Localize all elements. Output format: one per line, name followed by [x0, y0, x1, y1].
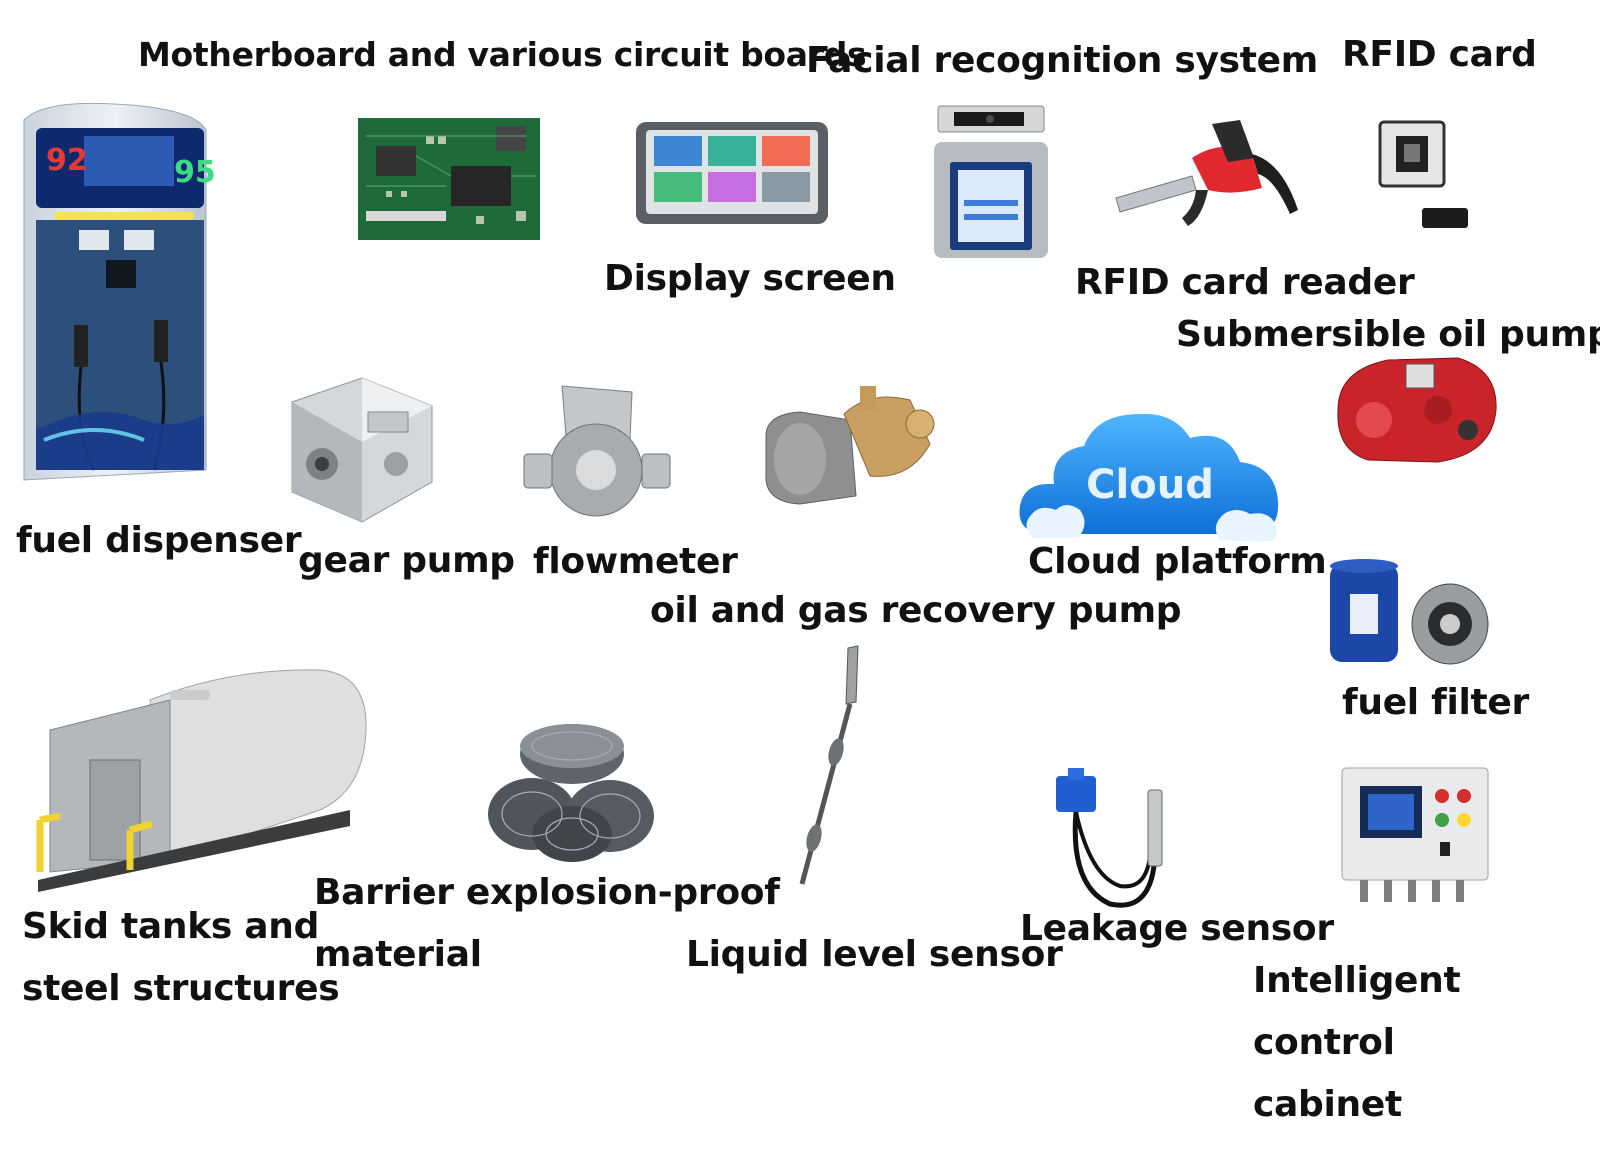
skid-tanks-label-line2: steel structures	[22, 968, 340, 1009]
rfid-card-label: RFID card	[1342, 34, 1537, 75]
rfid-reader-label: RFID card reader	[1075, 262, 1415, 303]
vapor-recovery-pump-label: oil and gas recovery pump	[650, 590, 1182, 631]
dispenser-grade-95: 95	[174, 155, 214, 190]
circuit-board-image	[356, 116, 542, 242]
barrier-material-label-line1: Barrier explosion-proof	[314, 872, 780, 913]
cloud-word: Cloud	[1086, 462, 1214, 508]
submersible-pump-image	[1328, 350, 1504, 470]
liquid-level-sensor-label: Liquid level sensor	[686, 934, 1063, 975]
control-cabinet-label-line1: Intelligent control	[1253, 960, 1461, 1063]
motherboard-label: Motherboard and various circuit boards	[138, 35, 867, 74]
facial-recognition-terminal-image	[932, 104, 1050, 260]
liquid-level-sensor-image	[792, 642, 868, 892]
rfid-card-reader-image	[1112, 118, 1304, 230]
barrier-material-label-line2: material	[314, 934, 482, 975]
gear-pump-image	[282, 372, 440, 528]
control-cabinet-image	[1340, 766, 1492, 906]
cloud-platform-label: Cloud platform	[1028, 541, 1327, 582]
skid-tank-image	[30, 660, 370, 892]
leakage-sensor-image	[1050, 766, 1172, 914]
display-screen-label: Display screen	[604, 258, 896, 299]
facial-recognition-label: Facial recognition system	[806, 40, 1319, 81]
flowmeter-image	[522, 380, 672, 524]
rfid-card-image	[1378, 120, 1470, 232]
control-cabinet-label-line2: cabinet	[1253, 1084, 1402, 1125]
fuel-dispenser-image: 92 95	[14, 100, 214, 485]
skid-tanks-label-line1: Skid tanks and	[22, 906, 320, 947]
control-cabinet-label: Intelligent control cabinet	[1253, 950, 1600, 1136]
cloud-icon: Cloud	[1014, 406, 1286, 550]
dispenser-grade-92: 92	[46, 143, 88, 178]
vapor-recovery-pump-image	[760, 384, 940, 510]
gear-pump-label: gear pump	[298, 540, 515, 581]
submersible-pump-label: Submersible oil pump	[1176, 314, 1600, 355]
barrier-material-image	[486, 714, 656, 866]
barrier-material-label: Barrier explosion-proof material	[314, 862, 780, 986]
skid-tanks-label: Skid tanks and steel structures	[22, 896, 340, 1020]
fuel-dispenser-label: fuel dispenser	[16, 520, 302, 561]
fuel-filter-label: fuel filter	[1342, 682, 1530, 723]
display-screen-image	[634, 120, 830, 226]
fuel-filter-image	[1326, 558, 1492, 670]
leakage-sensor-label: Leakage sensor	[1020, 908, 1334, 949]
flowmeter-label: flowmeter	[533, 541, 738, 582]
